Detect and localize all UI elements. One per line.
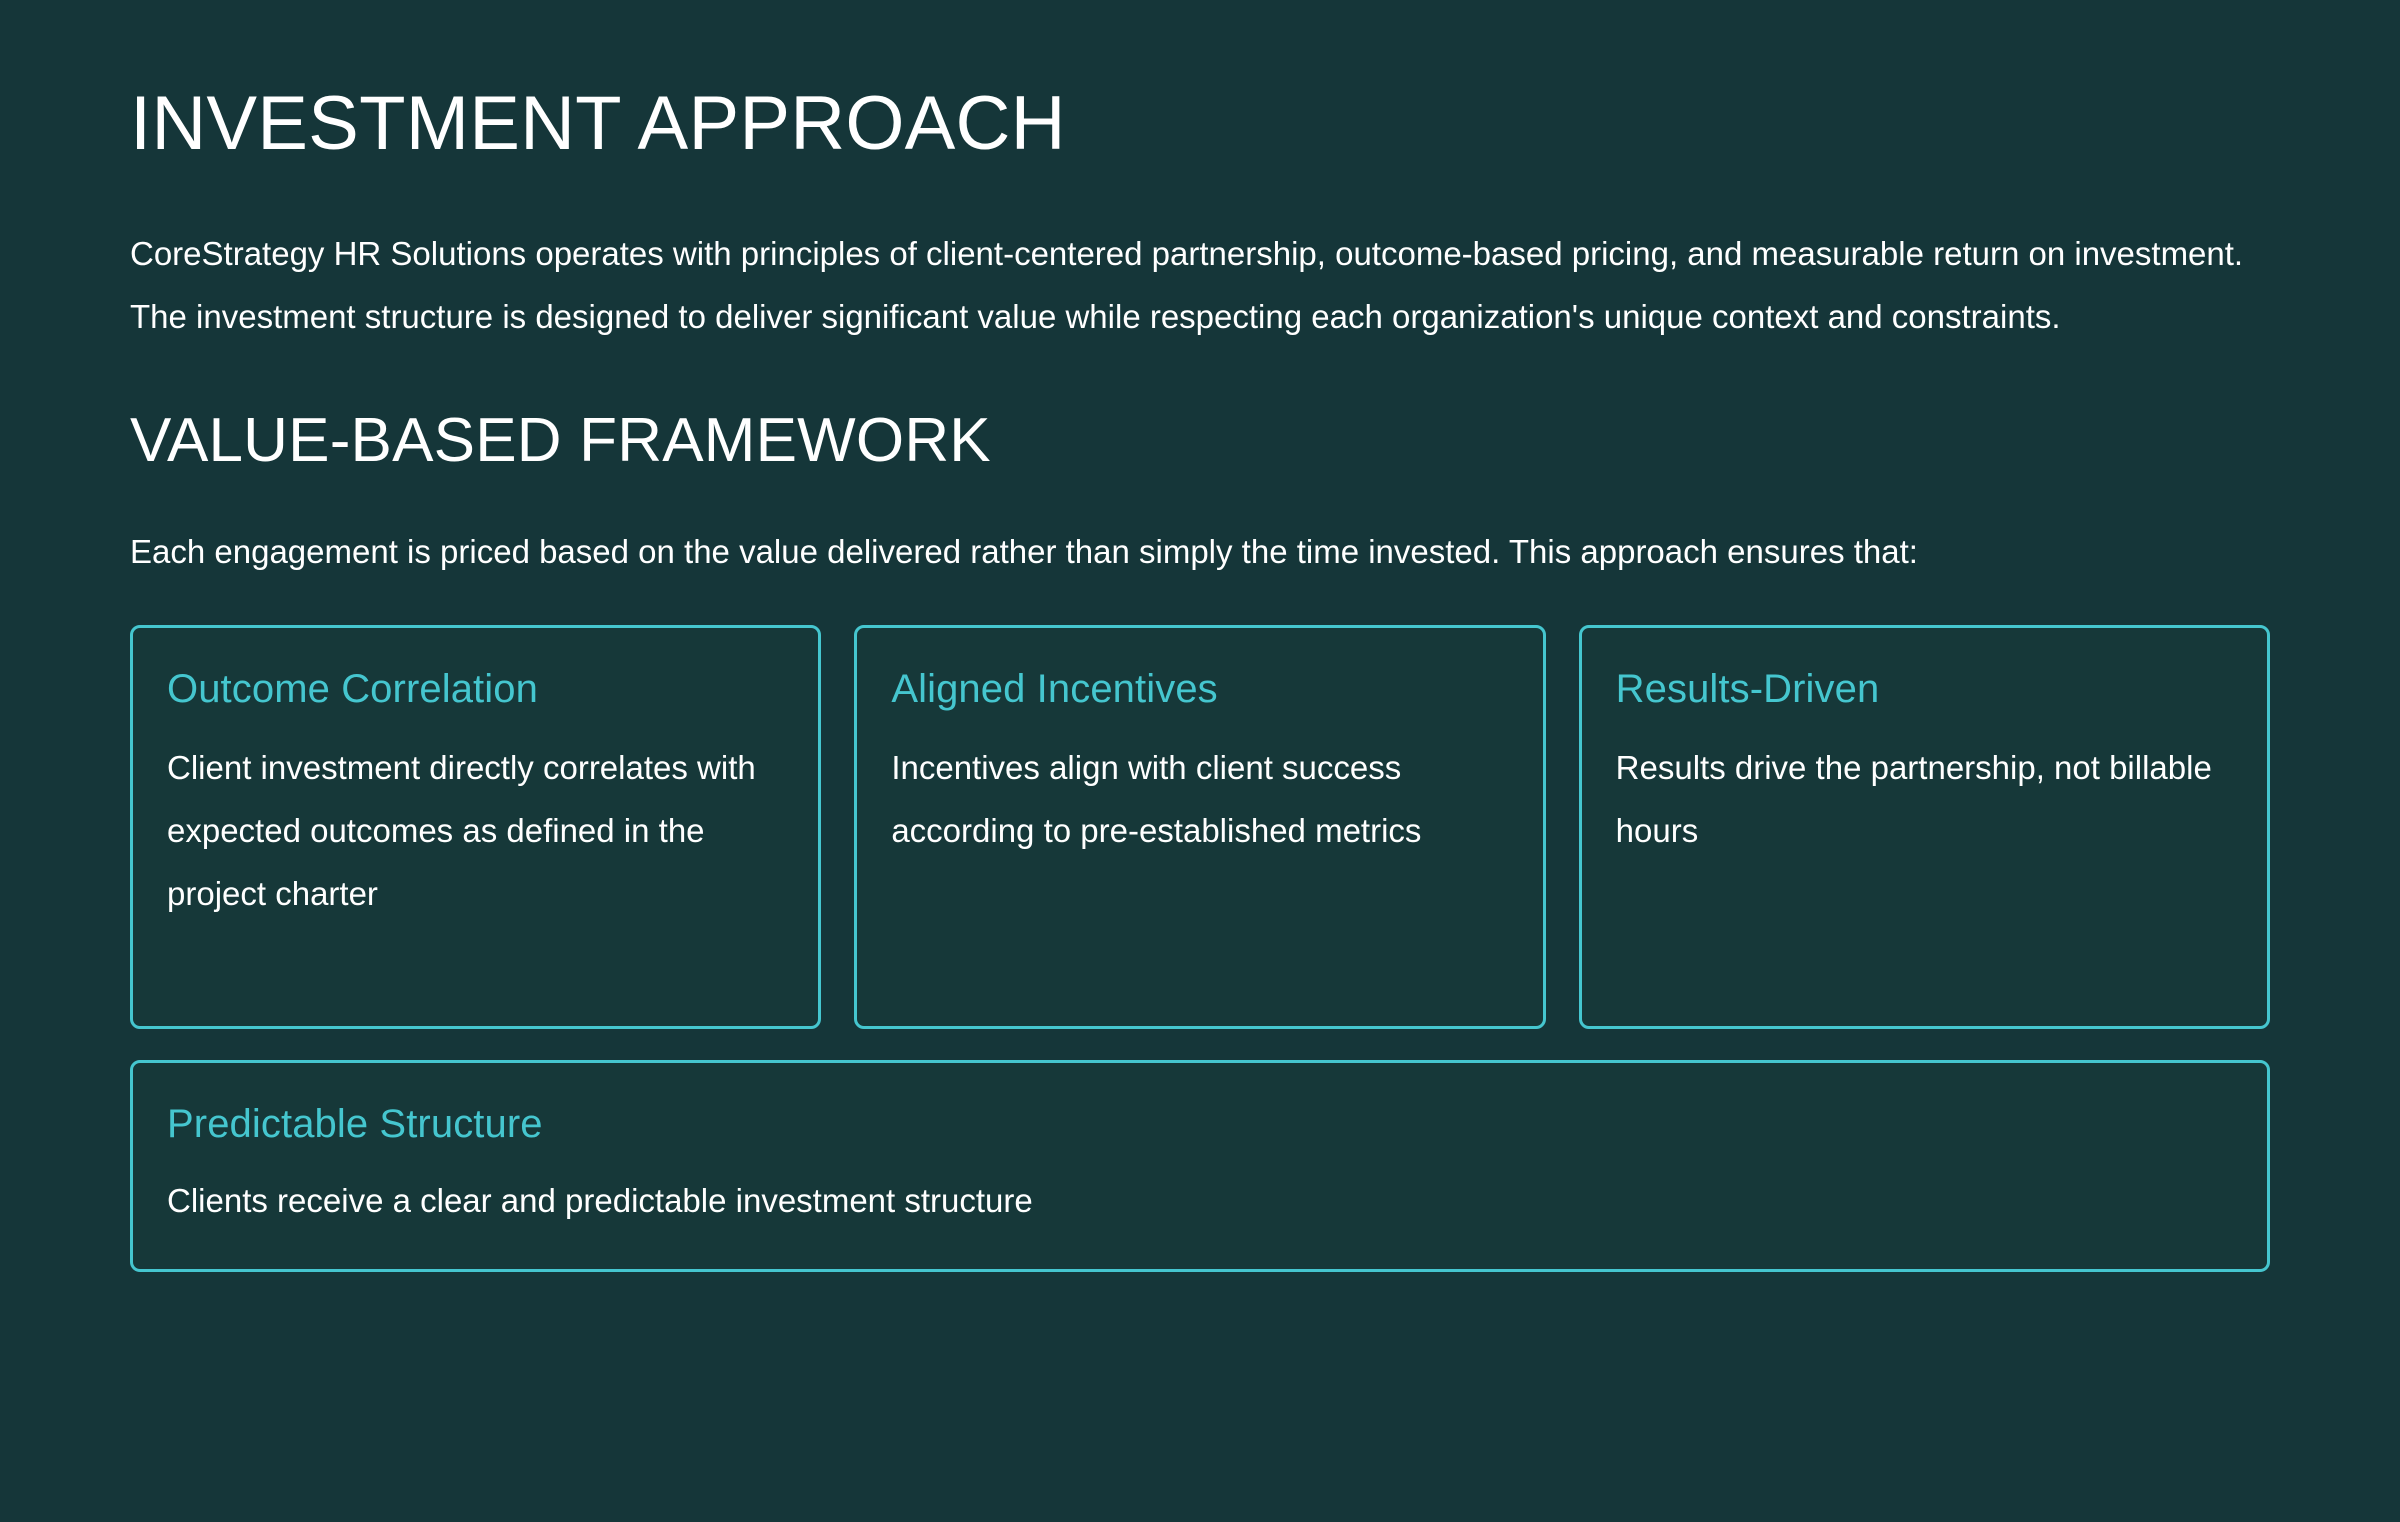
framework-card-row: Outcome Correlation Client investment di… xyxy=(130,625,2270,1029)
page-title: INVESTMENT APPROACH xyxy=(130,81,1066,166)
card-body: Results drive the partnership, not billa… xyxy=(1615,749,2212,849)
card-title: Outcome Correlation xyxy=(167,667,538,711)
subsection-intro-paragraph: Each engagement is priced based on the v… xyxy=(130,533,1918,570)
card-body: Clients receive a clear and predictable … xyxy=(167,1182,1033,1219)
card-body: Incentives align with client success acc… xyxy=(891,749,1422,849)
intro-paragraph: CoreStrategy HR Solutions operates with … xyxy=(130,235,2244,335)
card-title: Aligned Incentives xyxy=(891,667,1218,711)
framework-card-predictable-structure: Predictable Structure Clients receive a … xyxy=(130,1060,2270,1272)
framework-card-full-row: Predictable Structure Clients receive a … xyxy=(130,1060,2270,1272)
framework-card-aligned-incentives: Aligned Incentives Incentives align with… xyxy=(854,625,1546,1029)
card-title: Results-Driven xyxy=(1615,667,1880,711)
card-title: Predictable Structure xyxy=(167,1102,543,1146)
framework-card-outcome-correlation: Outcome Correlation Client investment di… xyxy=(130,625,822,1029)
card-body: Client investment directly correlates wi… xyxy=(167,749,756,912)
subsection-title: VALUE-BASED FRAMEWORK xyxy=(130,406,991,475)
framework-card-results-driven: Results-Driven Results drive the partner… xyxy=(1578,625,2270,1029)
